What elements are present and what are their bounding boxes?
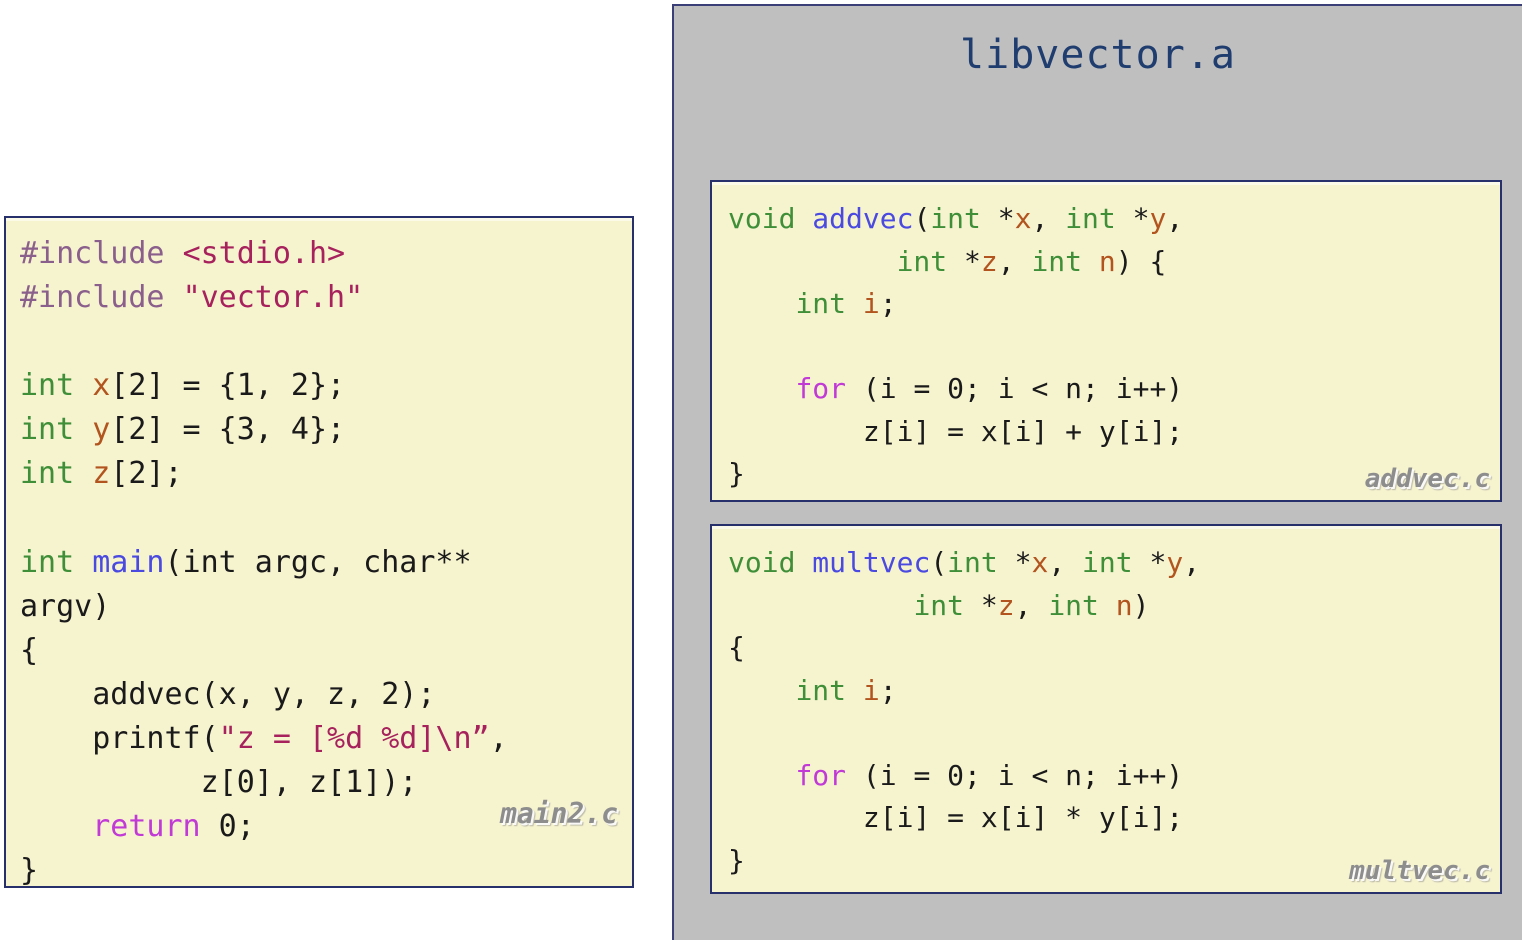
code-token: int [20, 456, 93, 492]
code-token: n [1098, 244, 1116, 278]
code-token: return [92, 809, 201, 845]
code-token [728, 372, 795, 405]
code-token: z[i] = x[i] * y[i]; [728, 801, 1184, 835]
library-panel: libvector.a void addvec(int *x, int *y, … [672, 4, 1522, 940]
code-token: ; [879, 287, 897, 321]
code-token: , [1183, 546, 1201, 579]
code-token: , [1031, 202, 1066, 235]
code-token: (i = 0; i < n; i++) [846, 372, 1184, 406]
code-token: * [1149, 546, 1167, 579]
code-token [728, 287, 795, 320]
code-token: [2] = {3, 4}; [110, 412, 346, 448]
code-token: [2]; [110, 456, 183, 492]
code-token: y [1149, 202, 1167, 235]
code-token: int [20, 412, 93, 448]
code-token: for [795, 372, 847, 406]
code-token: ) { [1115, 244, 1167, 278]
code-token [728, 589, 913, 622]
code-token: int [1048, 588, 1116, 622]
code-token: * [1132, 202, 1150, 235]
code-token: z [980, 244, 998, 278]
code-token [20, 809, 92, 844]
code-token: { [20, 632, 39, 668]
code-token: } [728, 457, 745, 491]
code-token: int [1065, 202, 1133, 235]
code-token: 0; [200, 809, 255, 845]
code-token: } [728, 843, 745, 877]
code-token: x [1014, 202, 1032, 235]
code-token: int [1031, 244, 1099, 278]
code-token: * [1014, 546, 1032, 579]
code-token: int [795, 673, 863, 707]
addvec-code: void addvec(int *x, int *y, int *z, int … [712, 182, 1500, 496]
code-token: [2] = {1, 2}; [110, 368, 346, 404]
code-token: (i = 0; i < n; i++) [846, 758, 1184, 792]
code-token: addvec(x, y, z, 2); [20, 676, 436, 712]
code-token: * [997, 202, 1015, 235]
code-token [728, 674, 795, 707]
main2-source-box: #include <stdio.h> #include "vector.h" i… [4, 216, 634, 888]
code-token: z [997, 588, 1015, 622]
code-token: "vector.h" [182, 280, 364, 316]
multvec-code: void multvec(int *x, int *y, int *z, int… [712, 526, 1500, 882]
code-token: , [1048, 546, 1083, 579]
code-token: n [1115, 588, 1133, 622]
code-token: { [728, 631, 745, 665]
code-token: x [92, 368, 111, 404]
code-token: int [947, 546, 1015, 579]
code-token: int [896, 244, 965, 278]
code-token: <stdio.h> [182, 236, 346, 271]
code-token: int [913, 588, 981, 622]
code-token: int [20, 544, 93, 580]
code-token: * [964, 244, 981, 278]
code-token [728, 759, 795, 792]
file-label-multvec: multvec.c [1349, 856, 1490, 886]
code-token: #include [20, 280, 183, 316]
code-token: int [930, 202, 998, 235]
code-token: * [980, 588, 998, 622]
code-token: i [862, 287, 880, 321]
code-token: multvec [812, 546, 931, 579]
code-token: , [997, 244, 1032, 278]
code-token: z [92, 456, 111, 492]
code-token: ( [930, 546, 948, 579]
code-token: , [1166, 202, 1184, 235]
multvec-source-box: void multvec(int *x, int *y, int *z, int… [710, 524, 1502, 894]
code-token: void [728, 546, 813, 579]
code-token: } [20, 853, 39, 888]
code-token: int [20, 368, 93, 404]
code-token: z[i] = x[i] + y[i]; [728, 414, 1184, 448]
library-title: libvector.a [960, 32, 1236, 78]
code-token: printf( [20, 721, 219, 757]
file-label-addvec: addvec.c [1364, 464, 1490, 494]
code-token: ) [1132, 588, 1150, 622]
code-token: int [1082, 546, 1150, 579]
code-token [728, 245, 897, 278]
addvec-source-box: void addvec(int *x, int *y, int *z, int … [710, 180, 1502, 502]
code-token: y [1166, 546, 1184, 579]
code-token: x [1031, 546, 1049, 579]
code-token: main [92, 544, 165, 580]
code-token: i [862, 673, 880, 707]
code-token: "z = [%d %d]\n” [218, 721, 490, 757]
file-label-main2: main2.c [499, 797, 618, 830]
code-token: y [92, 412, 111, 448]
code-token: int [795, 287, 863, 321]
code-token: ; [879, 673, 897, 707]
code-token: #include [20, 236, 183, 271]
code-token: for [795, 758, 847, 792]
code-token: , [489, 721, 508, 757]
code-token: (int argc, char** [164, 544, 472, 580]
code-token: ( [913, 202, 931, 235]
code-token: addvec [812, 202, 914, 235]
main2-code: #include <stdio.h> #include "vector.h" i… [6, 218, 632, 888]
code-token: z[0], z[1]); [20, 765, 418, 801]
code-token: argv) [20, 588, 111, 624]
code-token: void [728, 202, 813, 235]
code-token: , [1014, 588, 1049, 622]
